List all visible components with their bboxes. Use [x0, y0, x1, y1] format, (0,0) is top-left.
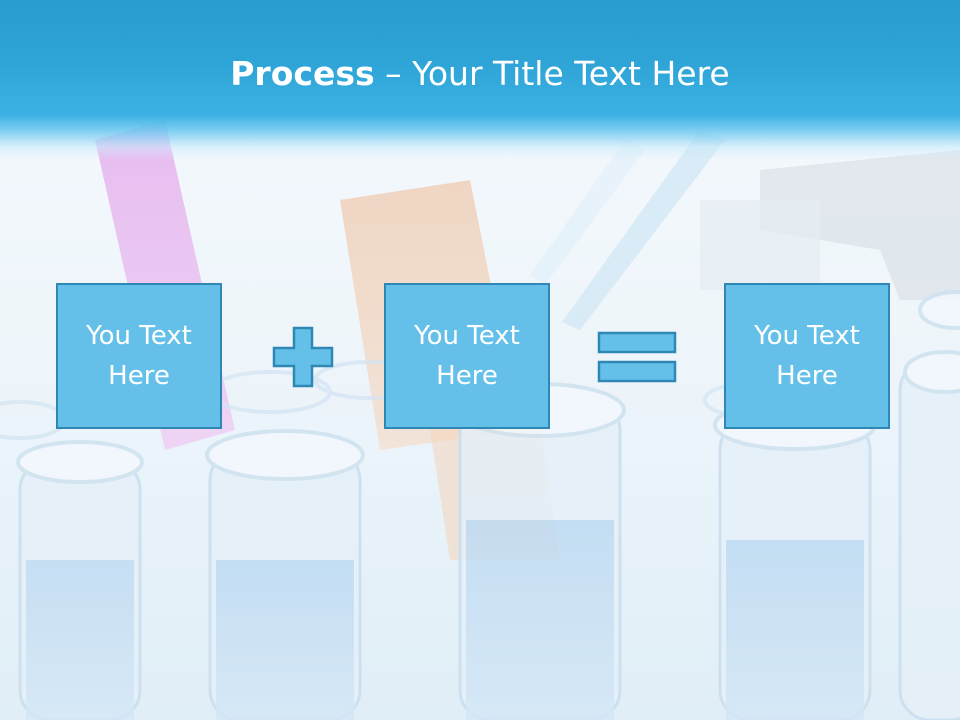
equals-icon: [597, 331, 677, 383]
slide-title: Process – Your Title Text Here: [0, 52, 960, 96]
process-box-1: You Text Here: [56, 283, 222, 429]
process-box-3-line-2: Here: [776, 361, 838, 391]
process-box-2-text: You Text Here: [397, 316, 537, 396]
header-band: [0, 0, 960, 160]
title-bold-part: Process: [230, 54, 375, 93]
title-separator: –: [374, 54, 413, 93]
title-rest: Your Title Text Here: [412, 54, 730, 93]
process-box-2: You Text Here: [384, 283, 550, 429]
process-box-1-text: You Text Here: [69, 316, 209, 396]
process-box-2-line-1: You Text: [414, 321, 520, 351]
plus-icon: [272, 326, 334, 388]
process-box-2-line-2: Here: [436, 361, 498, 391]
process-box-3-line-1: You Text: [754, 321, 860, 351]
process-box-3-text: You Text Here: [737, 316, 877, 396]
process-box-3: You Text Here: [724, 283, 890, 429]
process-box-1-line-2: Here: [108, 361, 170, 391]
process-box-1-line-1: You Text: [86, 321, 192, 351]
